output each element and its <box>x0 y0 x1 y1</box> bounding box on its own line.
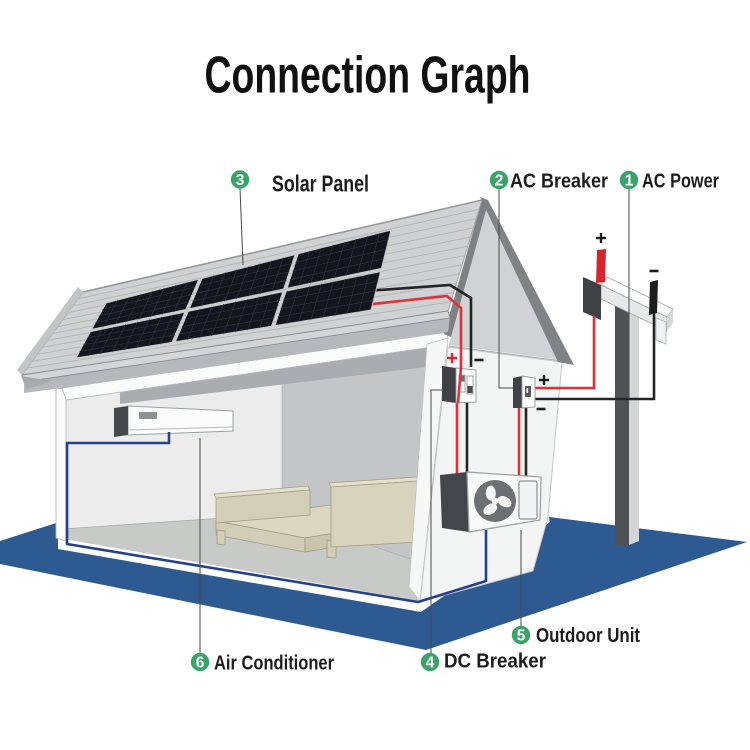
svg-text:4: 4 <box>426 655 435 672</box>
svg-text:1: 1 <box>625 173 634 190</box>
svg-text:2: 2 <box>495 173 504 190</box>
svg-text:Air Conditioner: Air Conditioner <box>214 652 334 675</box>
svg-text:6: 6 <box>196 655 205 672</box>
svg-text:Connection Graph: Connection Graph <box>205 46 531 104</box>
svg-text:AC Breaker: AC Breaker <box>510 170 608 193</box>
svg-text:AC Power: AC Power <box>642 170 719 193</box>
svg-text:5: 5 <box>517 628 526 645</box>
svg-text:Solar Panel: Solar Panel <box>272 171 369 197</box>
svg-text:Outdoor Unit: Outdoor Unit <box>536 624 640 647</box>
svg-text:3: 3 <box>236 172 245 189</box>
svg-text:DC Breaker: DC Breaker <box>444 650 546 673</box>
